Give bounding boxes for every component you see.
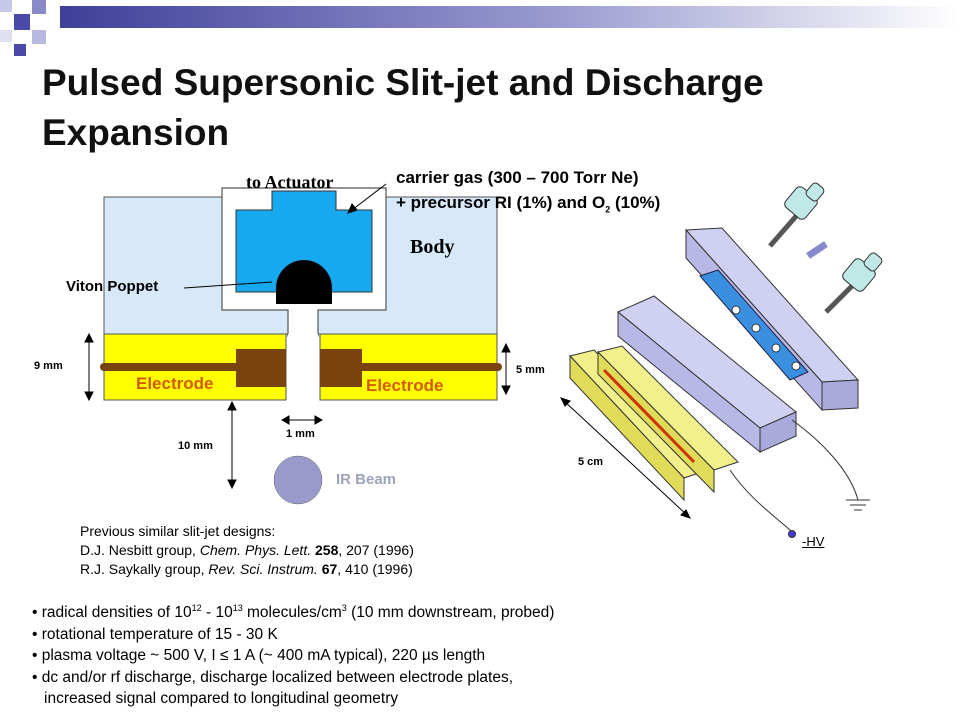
ir-beam-circle [273,455,323,505]
middle-plate-side [759,411,797,453]
dim-1mm-label: 1 mm [286,428,315,440]
deco-square [0,0,12,12]
reference-1-journal: Chem. Phys. Lett. [199,542,312,558]
electrode-left-block [236,349,286,387]
slit-throat [288,334,318,400]
hv-label: -HV [802,534,825,549]
viton-poppet [276,260,332,304]
valve-cap-2 [863,252,883,272]
bullet-continuation: increased signal compared to longitudina… [44,690,399,708]
deco-square [14,14,30,30]
bullet-item: rotational temperature of 15 - 30 K [32,624,554,646]
deco-square [32,0,46,14]
valve-stem-2 [824,280,858,314]
exploded-assembly [569,182,883,538]
deco-square [0,30,12,42]
ir-beam-label: IR Beam [336,471,397,488]
reference-1: D.J. Nesbitt group, Chem. Phys. Lett. 25… [80,541,414,560]
slit-hole [791,361,801,371]
electrode-left-rod [100,363,240,371]
bullet-1-sup: 13 [232,603,243,613]
electrode-plate-a-front [569,354,685,502]
body-label: Body [410,236,455,258]
hv-terminal [788,530,796,538]
reference-2-authors: R.J. Saykally group, [80,561,209,577]
poppet-chamber [235,190,373,293]
bullet-1-sup: 3 [341,603,347,613]
carrier-gas-line-2-text: + precursor RI (1%) and O [396,193,606,212]
references: Previous similar slit-jet designs: D.J. … [80,522,414,579]
page-title: Pulsed Supersonic Slit-jet and Discharge… [42,58,922,158]
bullet-1-tail: (10 mm downstream, probed) [346,604,555,622]
reference-2-volume: 67 [321,561,338,577]
hv-wire [729,469,793,533]
bullet-list: radical densities of 1012 - 1013 molecul… [32,598,555,710]
bullet-1-sup: 12 [191,603,202,613]
slit-hole [771,343,781,353]
ground-wire [791,419,859,501]
dim-5cm-arrow [562,399,689,517]
electrode-rod [602,368,696,464]
carrier-gas-pointer [351,183,387,211]
poppet-pointer [183,281,273,289]
references-heading: Previous similar slit-jet designs: [80,523,276,539]
carrier-gas-line-1: carrier gas (300 – 700 Torr Ne) [396,168,639,187]
header-decoration [0,0,960,56]
dim-9mm-label: 9 mm [34,360,63,372]
reference-2-tail: , 410 (1996) [337,561,413,577]
valve-cap-1 [805,182,825,202]
electrode-right-rod [354,363,502,371]
body-plate-side [821,379,859,411]
title-line-1: Pulsed Supersonic Slit-jet and Discharge [42,62,764,103]
reference-1-volume: 258 [315,542,339,558]
deco-square [32,30,46,44]
gas-line [806,241,828,259]
o2-subscript: 2 [605,204,611,215]
dim-5cm-label: 5 cm [578,456,604,468]
title-line-2: Expansion [42,112,230,153]
electrode-left-label: Electrode [136,374,214,393]
viton-poppet-label: Viton Poppet [66,278,159,295]
bullet-1-text: radical densities of 10 [41,604,192,622]
dim-5mm-label: 5 mm [516,364,545,376]
bullet-item: dc and/or rf discharge, discharge locali… [32,667,554,689]
reference-1-tail: , 207 (1996) [338,542,414,558]
deco-square [14,44,26,56]
slit-hole [731,305,741,315]
electrode-right-label: Electrode [366,376,444,395]
bullet-item: plasma voltage ~ 500 V, I ≤ 1 A (~ 400 m… [32,645,554,667]
bullet-item: radical densities of 1012 - 1013 molecul… [32,598,555,624]
reference-2-journal: Rev. Sci. Instrum. [208,561,318,577]
bullet-1-mid: - 10 [201,604,233,622]
reference-2: R.J. Saykally group, Rev. Sci. Instrum. … [80,560,414,579]
carrier-gas-line-2-tail: (10%) [610,193,661,212]
dim-10mm-label: 10 mm [178,440,213,452]
to-actuator-label: to Actuator [246,172,334,192]
carrier-gas-line-2: + precursor RI (1%) and O2 (10%) [396,193,660,214]
reference-1-authors: D.J. Nesbitt group, [80,542,200,558]
header-gradient-bar [60,6,960,28]
valve-stem-1 [768,212,800,248]
bullet-1-unit: molecules/cm [242,604,342,622]
slit-hole [751,323,761,333]
